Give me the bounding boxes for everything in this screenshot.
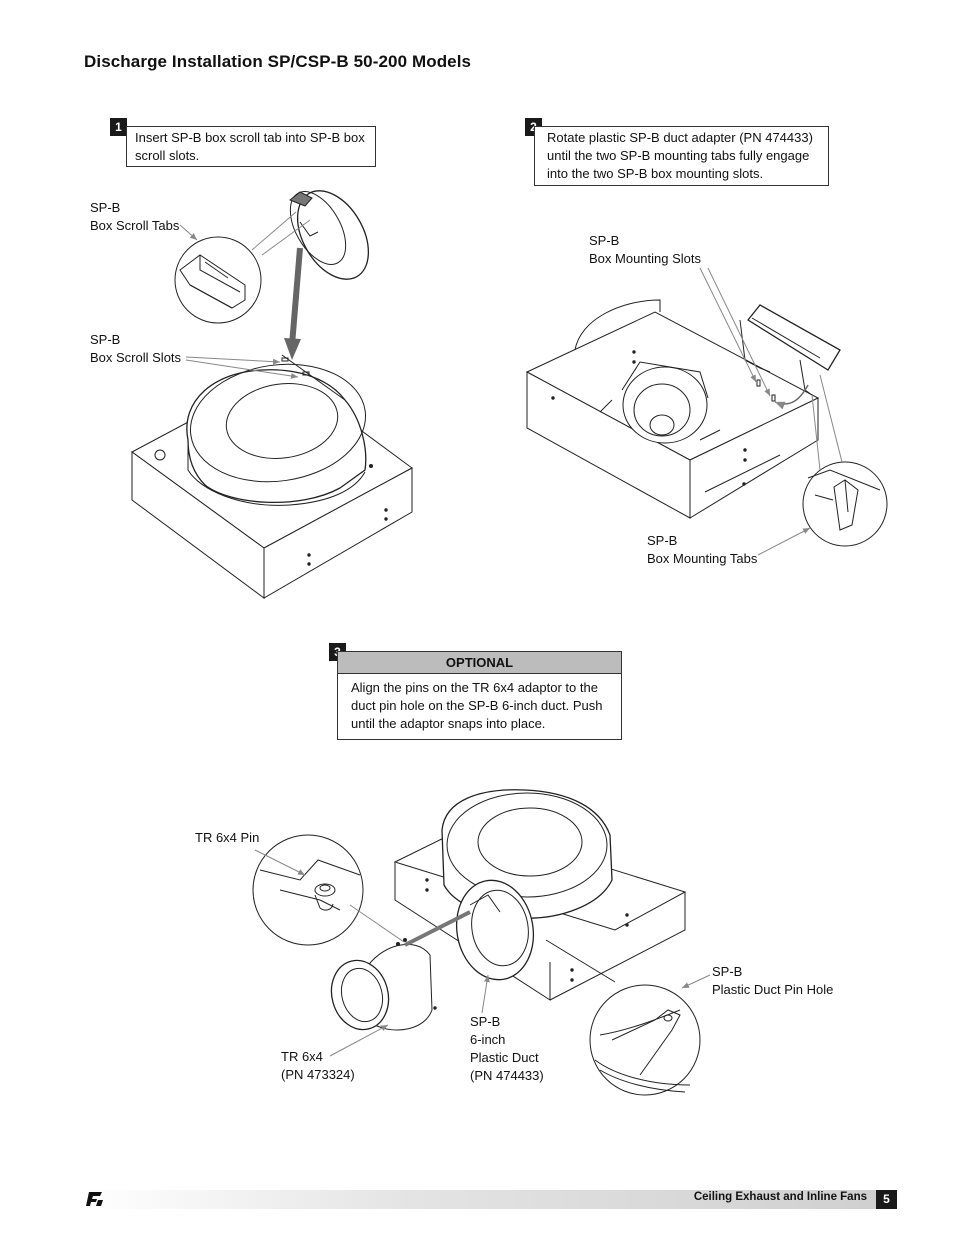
callout-line: SP-B bbox=[470, 1014, 501, 1029]
step-3-line: duct pin hole on the SP-B 6-inch duct. P… bbox=[351, 698, 603, 713]
zoom-mounting-tab bbox=[802, 461, 888, 547]
footer-title: Ceiling Exhaust and Inline Fans bbox=[693, 1191, 867, 1203]
callout-line: Plastic Duct bbox=[470, 1050, 539, 1065]
insert-arrow bbox=[289, 247, 303, 346]
callout-tr-pin: TR 6x4 Pin bbox=[195, 829, 259, 847]
callout-plastic-duct: SP-B 6-inch Plastic Duct (PN 474433) bbox=[470, 1013, 544, 1085]
callout-line: SP-B bbox=[90, 200, 121, 215]
callout-line: (PN 473324) bbox=[281, 1067, 355, 1082]
callout-line: Box Mounting Slots bbox=[589, 251, 702, 266]
step-2-line: Rotate plastic SP-B duct adapter (PN 474… bbox=[547, 130, 813, 145]
callout-line: SP-B bbox=[647, 533, 678, 548]
figure-1-fan-box bbox=[131, 354, 413, 599]
step-1-line: scroll slots. bbox=[135, 148, 200, 163]
callout-scroll-tabs: SP-B Box Scroll Tabs bbox=[90, 199, 179, 235]
callout-line: Plastic Duct Pin Hole bbox=[712, 982, 834, 997]
step-3-line: until the adaptor snaps into place. bbox=[351, 716, 546, 731]
figure-1-duct-adapter bbox=[289, 190, 370, 280]
callout-line: TR 6x4 bbox=[281, 1049, 323, 1064]
step-2-line: until the two SP-B mounting tabs fully e… bbox=[547, 148, 810, 163]
page-title: Discharge Installation SP/CSP-B 50-200 M… bbox=[84, 52, 472, 71]
callout-tr-adaptor: TR 6x4 (PN 473324) bbox=[281, 1048, 355, 1084]
callout-mounting-tabs: SP-B Box Mounting Tabs bbox=[647, 532, 757, 568]
page-number: 5 bbox=[876, 1190, 897, 1209]
step-2-instruction: Rotate plastic SP-B duct adapter (PN 474… bbox=[534, 126, 829, 186]
callout-line: (PN 474433) bbox=[470, 1068, 544, 1083]
zoom-tr-pin bbox=[252, 834, 364, 946]
step-1-instruction: Insert SP-B box scroll tab into SP-B box… bbox=[126, 126, 376, 167]
callout-scroll-slots: SP-B Box Scroll Slots bbox=[90, 331, 181, 367]
optional-header: OPTIONAL bbox=[338, 652, 621, 674]
align-arrow bbox=[404, 910, 471, 947]
step-1-line: Insert SP-B box scroll tab into SP-B box bbox=[135, 130, 365, 145]
callout-line: SP-B bbox=[712, 964, 743, 979]
leader-lines bbox=[179, 211, 843, 1057]
step-3-line: Align the pins on the TR 6x4 adaptor to … bbox=[351, 680, 598, 695]
step-3-instruction: OPTIONAL Align the pins on the TR 6x4 ad… bbox=[337, 651, 622, 740]
callout-line: Box Scroll Tabs bbox=[90, 218, 180, 233]
brand-logo-icon bbox=[86, 1192, 103, 1206]
zoom-scroll-tab bbox=[174, 236, 262, 324]
footer-bar: Ceiling Exhaust and Inline Fans 5 bbox=[84, 1190, 897, 1209]
callout-duct-pin-hole: SP-B Plastic Duct Pin Hole bbox=[712, 963, 833, 999]
callout-line: SP-B bbox=[589, 233, 620, 248]
figure-2-fan-box bbox=[525, 299, 841, 519]
zoom-duct-pin-hole bbox=[589, 984, 701, 1096]
callout-line: Box Scroll Slots bbox=[90, 350, 182, 365]
callout-line: SP-B bbox=[90, 332, 121, 347]
callout-line: TR 6x4 Pin bbox=[195, 830, 260, 845]
callout-line: Box Mounting Tabs bbox=[647, 551, 758, 566]
step-2-line: into the two SP-B box mounting slots. bbox=[547, 166, 764, 181]
tr-adaptor bbox=[330, 938, 437, 1031]
callout-mounting-slots: SP-B Box Mounting Slots bbox=[589, 232, 701, 268]
callout-line: 6-inch bbox=[470, 1032, 506, 1047]
figure-3-fan-box bbox=[393, 789, 687, 1001]
step-1-number: 1 bbox=[110, 118, 127, 136]
